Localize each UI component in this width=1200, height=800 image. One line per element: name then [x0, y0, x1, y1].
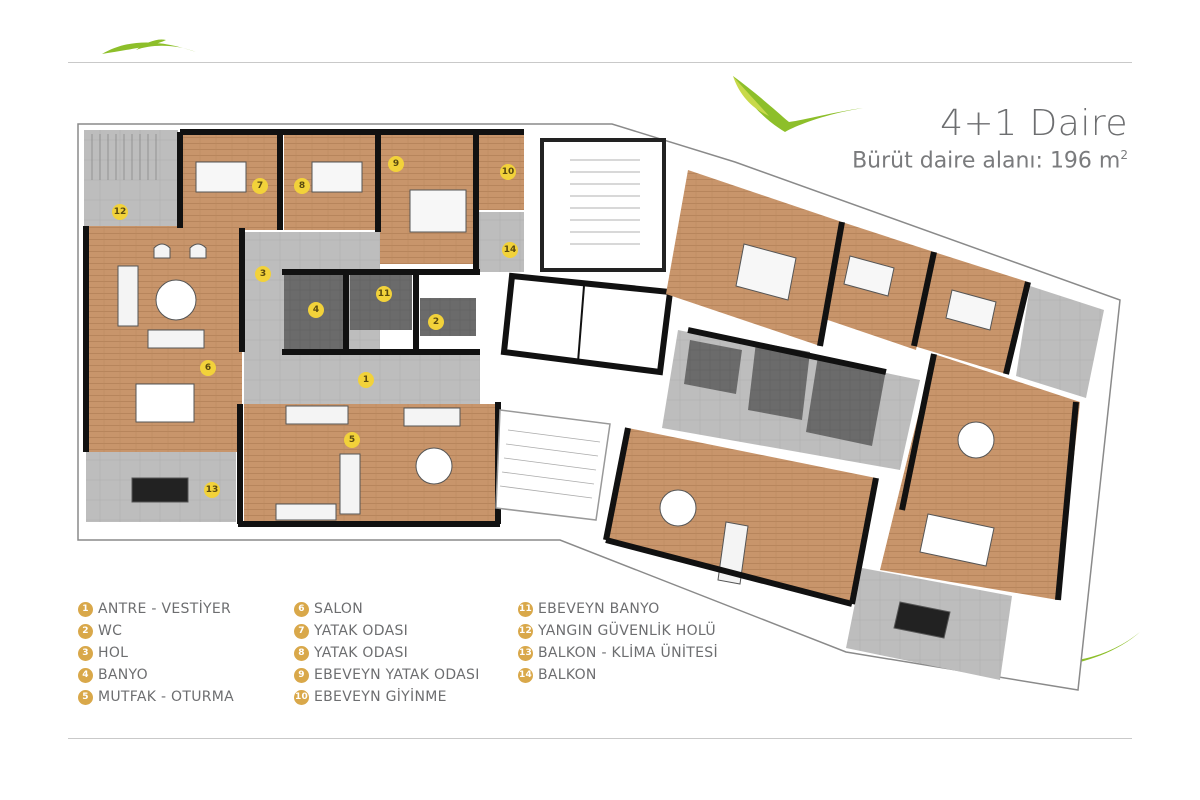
- legend-item: 8 YATAK ODASI: [294, 642, 480, 664]
- legend-item: 10 EBEVEYN GİYİNME: [294, 686, 480, 708]
- room-marker-8: 8: [294, 178, 310, 194]
- legend-label: ANTRE - VESTİYER: [98, 601, 232, 617]
- balcony-14: [478, 212, 524, 272]
- room-marker-4: 4: [308, 302, 324, 318]
- area-value: 196 m: [1049, 148, 1121, 174]
- room-marker-14: 14: [502, 242, 518, 258]
- legend-number-badge: 2: [78, 623, 93, 639]
- bird-logo-icon: [733, 76, 863, 132]
- left-unit: [83, 129, 524, 527]
- room-master-bath: [350, 274, 412, 330]
- legend-label: SALON: [314, 601, 364, 617]
- legend-label: EBEVEYN YATAK ODASI: [314, 667, 480, 683]
- page-title: 4+1 Daire: [940, 103, 1128, 144]
- legend-number-badge: 1: [78, 601, 93, 617]
- elevator-block: [500, 272, 674, 376]
- right-unit: [603, 170, 1104, 680]
- small-leaf-icon: [1024, 632, 1140, 668]
- room-marker-12: 12: [112, 204, 128, 220]
- legend-label: YANGIN GÜVENLİK HOLÜ: [538, 623, 716, 639]
- leaf-logo-icon: [102, 39, 196, 54]
- top-rule: [68, 62, 1132, 63]
- legend-item: 4 BANYO: [78, 664, 234, 686]
- legend-item: 12 YANGIN GÜVENLİK HOLÜ: [518, 620, 718, 642]
- area-unit: 2: [1120, 148, 1128, 162]
- core: [495, 138, 674, 521]
- legend-label: EBEVEYN BANYO: [538, 601, 660, 617]
- area-subtitle: Bürüt daire alanı: 196 m2: [852, 148, 1128, 173]
- legend-item: 2 WC: [78, 620, 234, 642]
- legend-number-badge: 4: [78, 667, 93, 683]
- legend-item: 1 ANTRE - VESTİYER: [78, 598, 234, 620]
- room-marker-5: 5: [344, 432, 360, 448]
- legend-number-badge: 11: [518, 601, 533, 617]
- legend-number-badge: 5: [78, 689, 93, 705]
- legend-number-badge: 6: [294, 601, 309, 617]
- legend-item: 13 BALKON - KLİMA ÜNİTESİ: [518, 642, 718, 664]
- legend-number-badge: 8: [294, 645, 309, 661]
- legend-number-badge: 9: [294, 667, 309, 683]
- legend-number-badge: 3: [78, 645, 93, 661]
- legend-col-1: 1 ANTRE - VESTİYER 2 WC 3 HOL 4 BANYO 5 MUTFA…: [78, 598, 234, 708]
- legend-label: YATAK ODASI: [314, 645, 409, 661]
- legend-item: 6 SALON: [294, 598, 480, 620]
- room-marker-10: 10: [500, 164, 516, 180]
- legend-item: 14 BALKON: [518, 664, 718, 686]
- balcony-12: [84, 130, 178, 228]
- legend-item: 5 MUTFAK - OTURMA: [78, 686, 234, 708]
- legend-label: YATAK ODASI: [314, 623, 409, 639]
- legend-number-badge: 7: [294, 623, 309, 639]
- balcony-right-top: [1016, 286, 1104, 398]
- room-marker-9: 9: [388, 156, 404, 172]
- legend-label: MUTFAK - OTURMA: [98, 689, 235, 705]
- legend-item: 7 YATAK ODASI: [294, 620, 480, 642]
- legend-number-badge: 12: [518, 623, 533, 639]
- stair-2: [495, 409, 611, 521]
- room-marker-3: 3: [255, 266, 271, 282]
- room-marker-7: 7: [252, 178, 268, 194]
- bottom-rule: [68, 738, 1132, 739]
- legend-label: BANYO: [98, 667, 148, 683]
- area-label: Bürüt daire alanı:: [852, 148, 1043, 174]
- legend-label: BALKON - KLİMA ÜNİTESİ: [538, 645, 718, 661]
- legend-number-badge: 10: [294, 689, 309, 705]
- legend-item: 11 EBEVEYN BANYO: [518, 598, 718, 620]
- title-block: 4+1 Daire Bürüt daire alanı: 196 m2: [852, 103, 1128, 174]
- legend-label: HOL: [98, 645, 129, 661]
- room-right-kitchen: [606, 428, 876, 604]
- room-marker-13: 13: [204, 482, 220, 498]
- room-marker-2: 2: [428, 314, 444, 330]
- legend-col-3: 11 EBEVEYN BANYO 12 YANGIN GÜVENLİK HOLÜ 1…: [518, 598, 718, 686]
- legend-label: WC: [98, 623, 123, 639]
- legend-item: 3 HOL: [78, 642, 234, 664]
- legend-label: BALKON: [538, 667, 597, 683]
- legend-number-badge: 13: [518, 645, 533, 661]
- legend-number-badge: 14: [518, 667, 533, 683]
- room-marker-11: 11: [376, 286, 392, 302]
- room-marker-6: 6: [200, 360, 216, 376]
- room-marker-1: 1: [358, 372, 374, 388]
- legend-label: EBEVEYN GİYİNME: [314, 689, 447, 705]
- legend-item: 9 EBEVEYN YATAK ODASI: [294, 664, 480, 686]
